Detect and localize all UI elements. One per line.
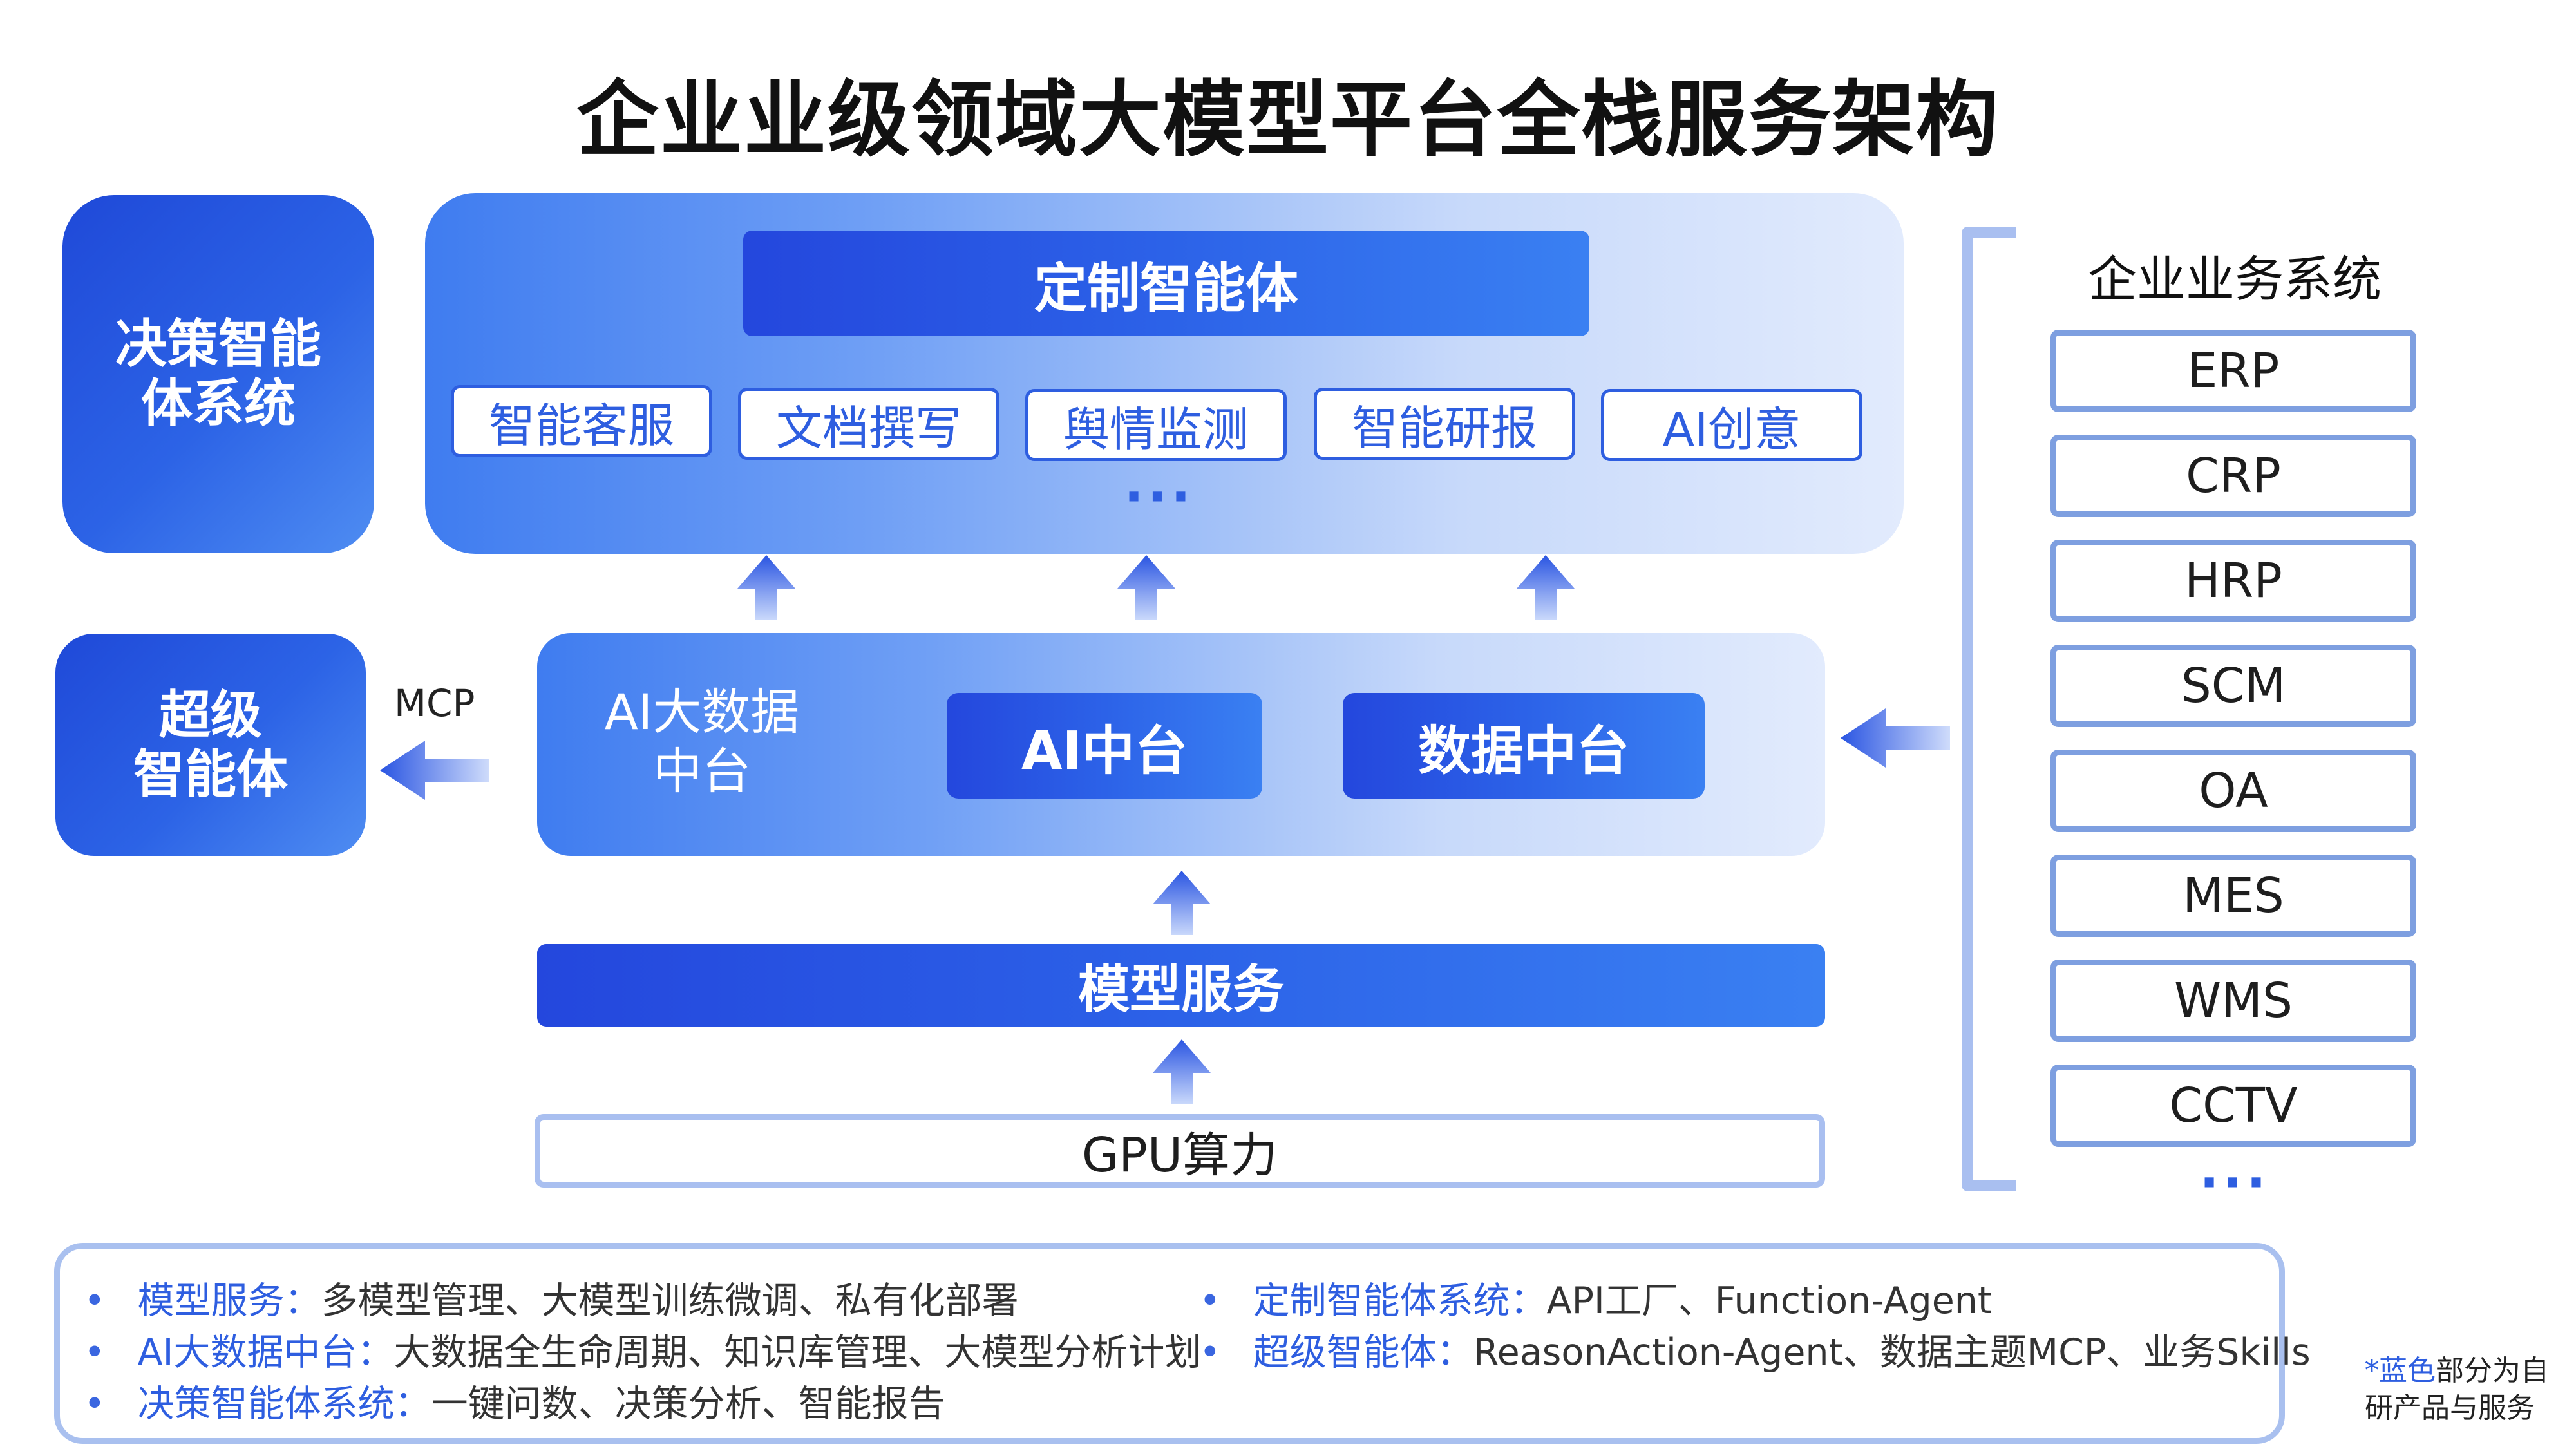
left-arrow-icon <box>1841 708 1950 768</box>
up-arrow-icon <box>1117 555 1175 620</box>
legend-value: ReasonAction-Agent、数据主题MCP、业务Skills <box>1473 1331 2311 1374</box>
bullet-icon: • <box>84 1383 106 1425</box>
bullet-icon: • <box>1199 1280 1221 1322</box>
legend-value: API工厂、Function-Agent <box>1546 1280 1993 1322</box>
ai-platform-box: AI中台 <box>947 693 1262 799</box>
decision-system-box: 决策智能 体系统 <box>62 195 374 553</box>
decision-system-label: 决策智能 体系统 <box>115 314 321 433</box>
legend-key: 定制智能体系统： <box>1253 1280 1547 1322</box>
system-cctv[interactable]: CCTV <box>2050 1065 2416 1147</box>
ai-platform-label: AI中台 <box>1021 720 1188 782</box>
legend-key: 超级智能体： <box>1253 1331 1473 1374</box>
custom-agent-title-bar: 定制智能体 <box>743 231 1589 336</box>
enterprise-more: ··· <box>2199 1153 2270 1213</box>
custom-agent-more: ··· <box>1124 467 1195 527</box>
agent-chip-label: 智能研报 <box>1351 401 1537 455</box>
enterprise-title: 企业业务系统 <box>2088 251 2382 308</box>
system-label: ERP <box>2187 343 2280 399</box>
ai-data-platform-label: AI大数据 中台 <box>604 683 800 800</box>
agent-chip-ai-creative[interactable]: AI创意 <box>1601 389 1862 461</box>
model-service-bar: 模型服务 <box>537 944 1825 1027</box>
legend-box <box>54 1243 2285 1444</box>
data-platform-box: 数据中台 <box>1343 693 1705 799</box>
footnote-star: * <box>2365 1354 2379 1387</box>
page-title: 企业业级领域大模型平台全栈服务架构 <box>576 72 2000 168</box>
legend-value: 多模型管理、大模型训练微调、私有化部署 <box>321 1280 1019 1322</box>
bullet-icon: • <box>1199 1331 1221 1374</box>
custom-agent-title: 定制智能体 <box>1034 258 1298 319</box>
legend-key: 决策智能体系统： <box>137 1383 431 1425</box>
system-label: MES <box>2183 868 2284 923</box>
legend-key: AI大数据中台： <box>137 1331 394 1374</box>
agent-chip-opinion-monitoring[interactable]: 舆情监测 <box>1025 389 1287 461</box>
system-crp[interactable]: CRP <box>2050 435 2416 517</box>
agent-chip-document-writing[interactable]: 文档撰写 <box>738 388 999 460</box>
super-agent-label: 超级 智能体 <box>133 685 288 804</box>
system-scm[interactable]: SCM <box>2050 645 2416 727</box>
up-arrow-icon <box>1153 1039 1211 1104</box>
system-erp[interactable]: ERP <box>2050 330 2416 412</box>
system-label: CCTV <box>2169 1078 2298 1133</box>
enterprise-bracket <box>1962 227 2016 1191</box>
system-wms[interactable]: WMS <box>2050 960 2416 1042</box>
system-label: OA <box>2199 763 2268 819</box>
bullet-icon: • <box>84 1280 106 1322</box>
up-arrow-icon <box>1517 555 1575 620</box>
gpu-bar: GPU算力 <box>535 1114 1825 1188</box>
footnote-text: 部分为自研产品与服务 <box>2365 1354 2549 1425</box>
legend-value: 大数据全生命周期、知识库管理、大模型分析计划 <box>393 1331 1202 1374</box>
agent-chip-label: 文档撰写 <box>775 401 961 455</box>
system-hrp[interactable]: HRP <box>2050 540 2416 622</box>
up-arrow-icon <box>1153 871 1211 935</box>
data-platform-label: 数据中台 <box>1417 720 1629 782</box>
legend-item-custom-agent: • 定制智能体系统：API工厂、Function-Agent <box>1199 1275 1992 1327</box>
agent-chip-customer-service[interactable]: 智能客服 <box>451 385 712 457</box>
gpu-label: GPU算力 <box>1081 1127 1278 1183</box>
super-agent-box: 超级 智能体 <box>55 634 366 856</box>
legend-item-ai-data-platform: • AI大数据中台：大数据全生命周期、知识库管理、大模型分析计划 <box>84 1327 1201 1378</box>
left-arrow-icon <box>380 741 489 800</box>
legend-item-decision-system: • 决策智能体系统：一键问数、决策分析、智能报告 <box>84 1378 945 1430</box>
model-service-label: 模型服务 <box>1078 960 1284 1019</box>
agent-chip-research-report[interactable]: 智能研报 <box>1314 388 1575 460</box>
system-label: HRP <box>2184 553 2282 609</box>
legend-value: 一键问数、决策分析、智能报告 <box>431 1383 945 1425</box>
up-arrow-icon <box>737 555 795 620</box>
system-label: CRP <box>2186 448 2281 504</box>
system-label: WMS <box>2174 973 2293 1028</box>
system-mes[interactable]: MES <box>2050 855 2416 937</box>
mcp-label: MCP <box>394 681 475 725</box>
system-oa[interactable]: OA <box>2050 750 2416 832</box>
agent-chip-label: 舆情监测 <box>1063 402 1249 457</box>
agent-chip-label: AI创意 <box>1662 402 1801 457</box>
footnote: *蓝色部分为自研产品与服务 <box>2365 1352 2558 1427</box>
agent-chip-label: 智能客服 <box>488 398 674 453</box>
legend-key: 模型服务： <box>137 1280 321 1322</box>
legend-item-super-agent: • 超级智能体：ReasonAction-Agent、数据主题MCP、业务Skil… <box>1199 1327 2311 1378</box>
footnote-blue-word: 蓝色 <box>2379 1354 2436 1387</box>
legend-item-model-service: • 模型服务：多模型管理、大模型训练微调、私有化部署 <box>84 1275 1019 1327</box>
system-label: SCM <box>2181 658 2286 714</box>
bullet-icon: • <box>84 1331 106 1374</box>
